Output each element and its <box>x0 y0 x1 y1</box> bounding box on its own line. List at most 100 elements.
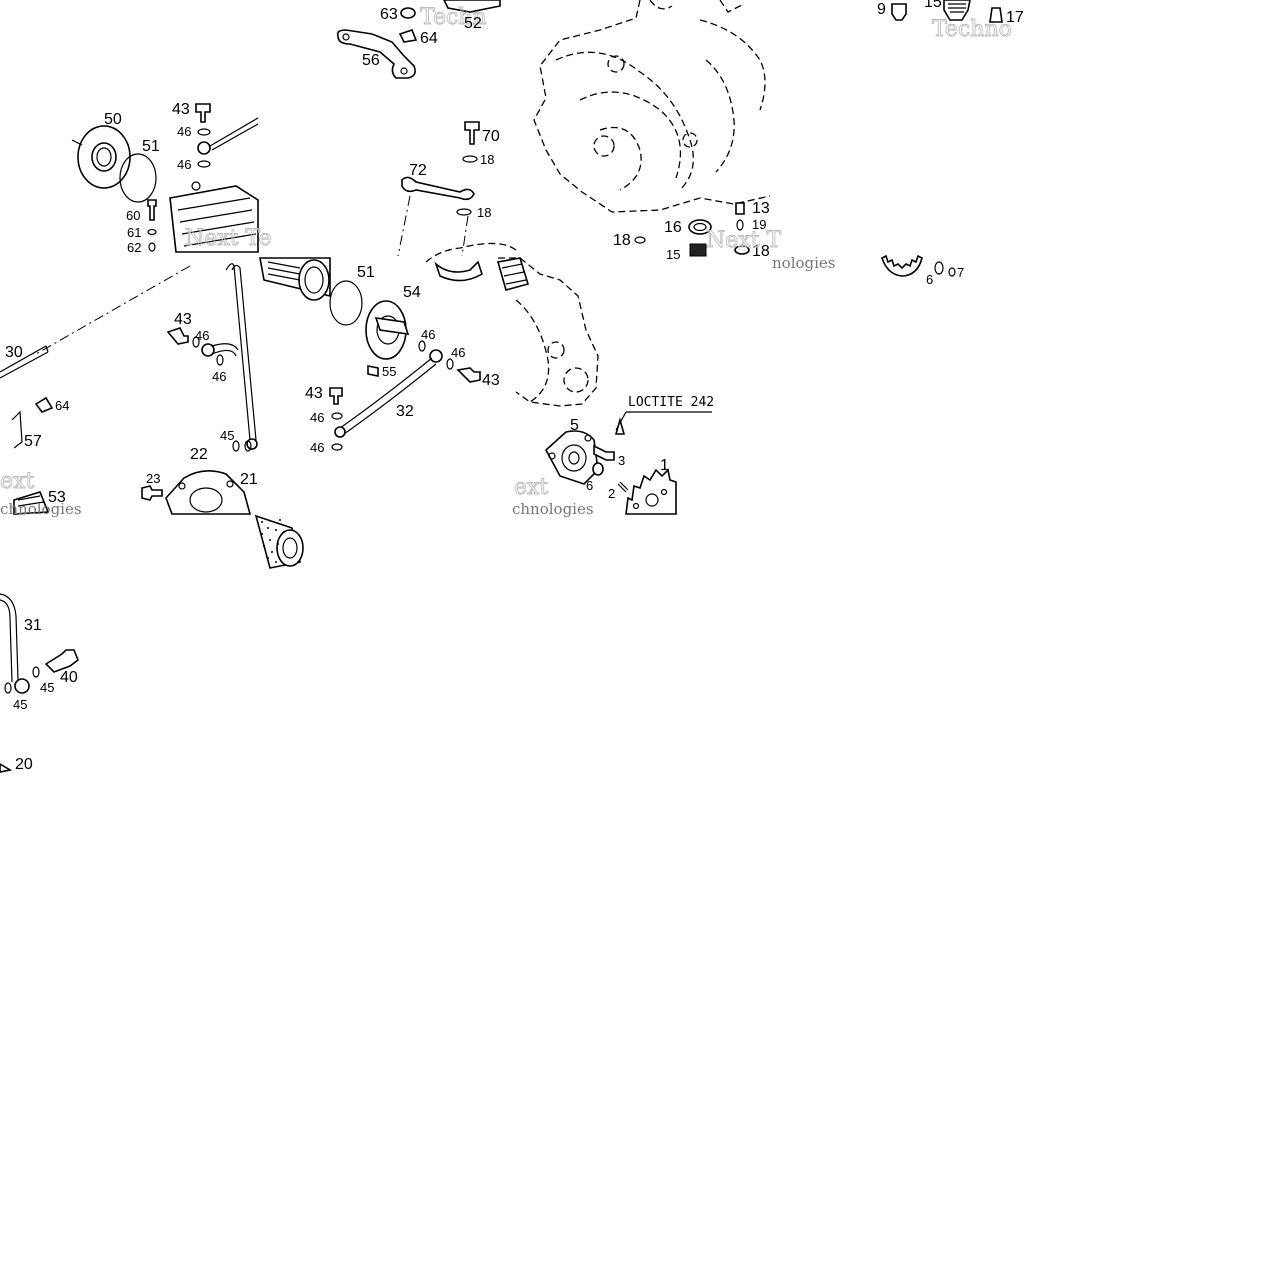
nut-63 <box>400 7 416 19</box>
banjo-bolt-43 <box>195 103 211 123</box>
callout: 43 <box>305 385 323 402</box>
banjo-bolt-43 <box>329 387 343 405</box>
cover-52 <box>443 0 501 13</box>
watermark: Techn <box>420 5 487 30</box>
callout: 23 <box>146 471 160 486</box>
callout: 5 <box>570 417 579 434</box>
callout: 46 <box>310 410 324 425</box>
crankcase-outline <box>533 0 771 213</box>
cover-50 <box>71 125 131 189</box>
callout: 3 <box>618 453 625 468</box>
banjo-bolt-43 <box>456 367 481 383</box>
callout: 15 <box>666 247 680 262</box>
callout: 64 <box>55 398 69 413</box>
dowel-13 <box>735 202 745 215</box>
o-ring-51 <box>119 153 157 203</box>
filter-housing <box>169 181 259 253</box>
callout: 63 <box>380 6 398 23</box>
callout: 46 <box>451 345 465 360</box>
callout: 1 <box>660 457 669 474</box>
callout: 51 <box>357 264 375 281</box>
link-72 <box>401 176 475 201</box>
callout: 52 <box>464 15 482 32</box>
tile-lower-left: 31 40 45 45 20 <box>0 514 304 773</box>
gear-fragment <box>881 254 923 277</box>
watermark: Next T <box>706 228 782 253</box>
bracket-56 <box>336 29 416 79</box>
callout: 40 <box>60 669 78 686</box>
callout: 6 <box>586 478 593 493</box>
callout: 19 <box>752 217 766 232</box>
bolt-23 <box>141 485 163 501</box>
callout: 51 <box>142 138 160 155</box>
callout: 16 <box>664 219 682 236</box>
callout: 45 <box>40 680 54 695</box>
gear-1 <box>625 468 677 515</box>
screw-55 <box>367 365 379 377</box>
hose-clamp <box>434 260 483 282</box>
callout: 70 <box>482 128 500 145</box>
callout: 9 <box>877 1 886 18</box>
banjo-bolt-43 <box>166 327 189 345</box>
part-53 <box>13 491 50 515</box>
strainer <box>254 514 304 569</box>
washer-17 <box>989 7 1003 23</box>
callout: 21 <box>240 471 258 488</box>
watermark: nologies <box>772 254 836 272</box>
filter-15 <box>689 243 707 257</box>
callout: 7 <box>957 265 964 280</box>
callout: 18 <box>752 243 770 260</box>
banjo-bolt-70 <box>464 121 480 145</box>
callout: 20 <box>15 756 33 773</box>
callout: 57 <box>24 433 42 450</box>
tile-top-right: 9 15 17 Techno nologies 6 7 <box>772 0 1024 287</box>
pin-2 <box>617 481 629 493</box>
fitting-15 <box>943 0 971 21</box>
callout: 46 <box>195 328 209 343</box>
callout: 46 <box>212 369 226 384</box>
callout: 72 <box>409 162 427 179</box>
callout: 64 <box>420 30 438 47</box>
callout: 45 <box>13 697 27 712</box>
callout: 18 <box>613 232 631 249</box>
callout: 61 <box>127 225 141 240</box>
callout: 32 <box>396 403 414 420</box>
loctite-drop <box>614 417 626 435</box>
tile-top-left: Techn Next Te 63 52 64 56 50 51 43 <box>71 0 782 262</box>
callout: 54 <box>403 284 421 301</box>
callout: 46 <box>421 327 435 342</box>
pipe-32 <box>339 357 437 435</box>
clip-64 <box>398 29 418 43</box>
plug-9 <box>891 3 907 21</box>
bolt-60 <box>147 199 157 221</box>
callout: 31 <box>24 617 42 634</box>
pump-cover-21 <box>165 470 252 515</box>
seal-16 <box>688 219 712 235</box>
tile-oil-pump: LOCTITE 242 5 3 6 2 1 ext chnologies <box>512 395 714 518</box>
callout: 56 <box>362 52 380 69</box>
watermark: chnologies <box>512 500 594 518</box>
callout: 17 <box>1006 9 1024 26</box>
oil-line-31 <box>0 593 19 683</box>
oil-pump-5 <box>544 430 599 485</box>
part-20 <box>0 763 13 773</box>
screw-3 <box>593 444 615 461</box>
tile-middle: 30 51 54 55 43 46 46 45 <box>0 242 599 518</box>
callout: 43 <box>482 372 500 389</box>
callout: 53 <box>48 489 66 506</box>
callout: 55 <box>382 364 396 379</box>
filter-element <box>259 257 331 301</box>
bracket-57 <box>11 410 23 449</box>
banjo-bolt-40 <box>44 649 79 673</box>
note-loctite: LOCTITE 242 <box>628 395 714 410</box>
callout: 18 <box>480 152 494 167</box>
o-ring-51 <box>329 280 363 326</box>
callout: 13 <box>752 200 770 217</box>
clip-64 <box>34 396 54 413</box>
washer-6 <box>592 462 604 476</box>
callout: 46 <box>177 157 191 172</box>
callout: 46 <box>310 440 324 455</box>
callout: 30 <box>5 344 23 361</box>
watermark: Techno <box>932 17 1012 42</box>
